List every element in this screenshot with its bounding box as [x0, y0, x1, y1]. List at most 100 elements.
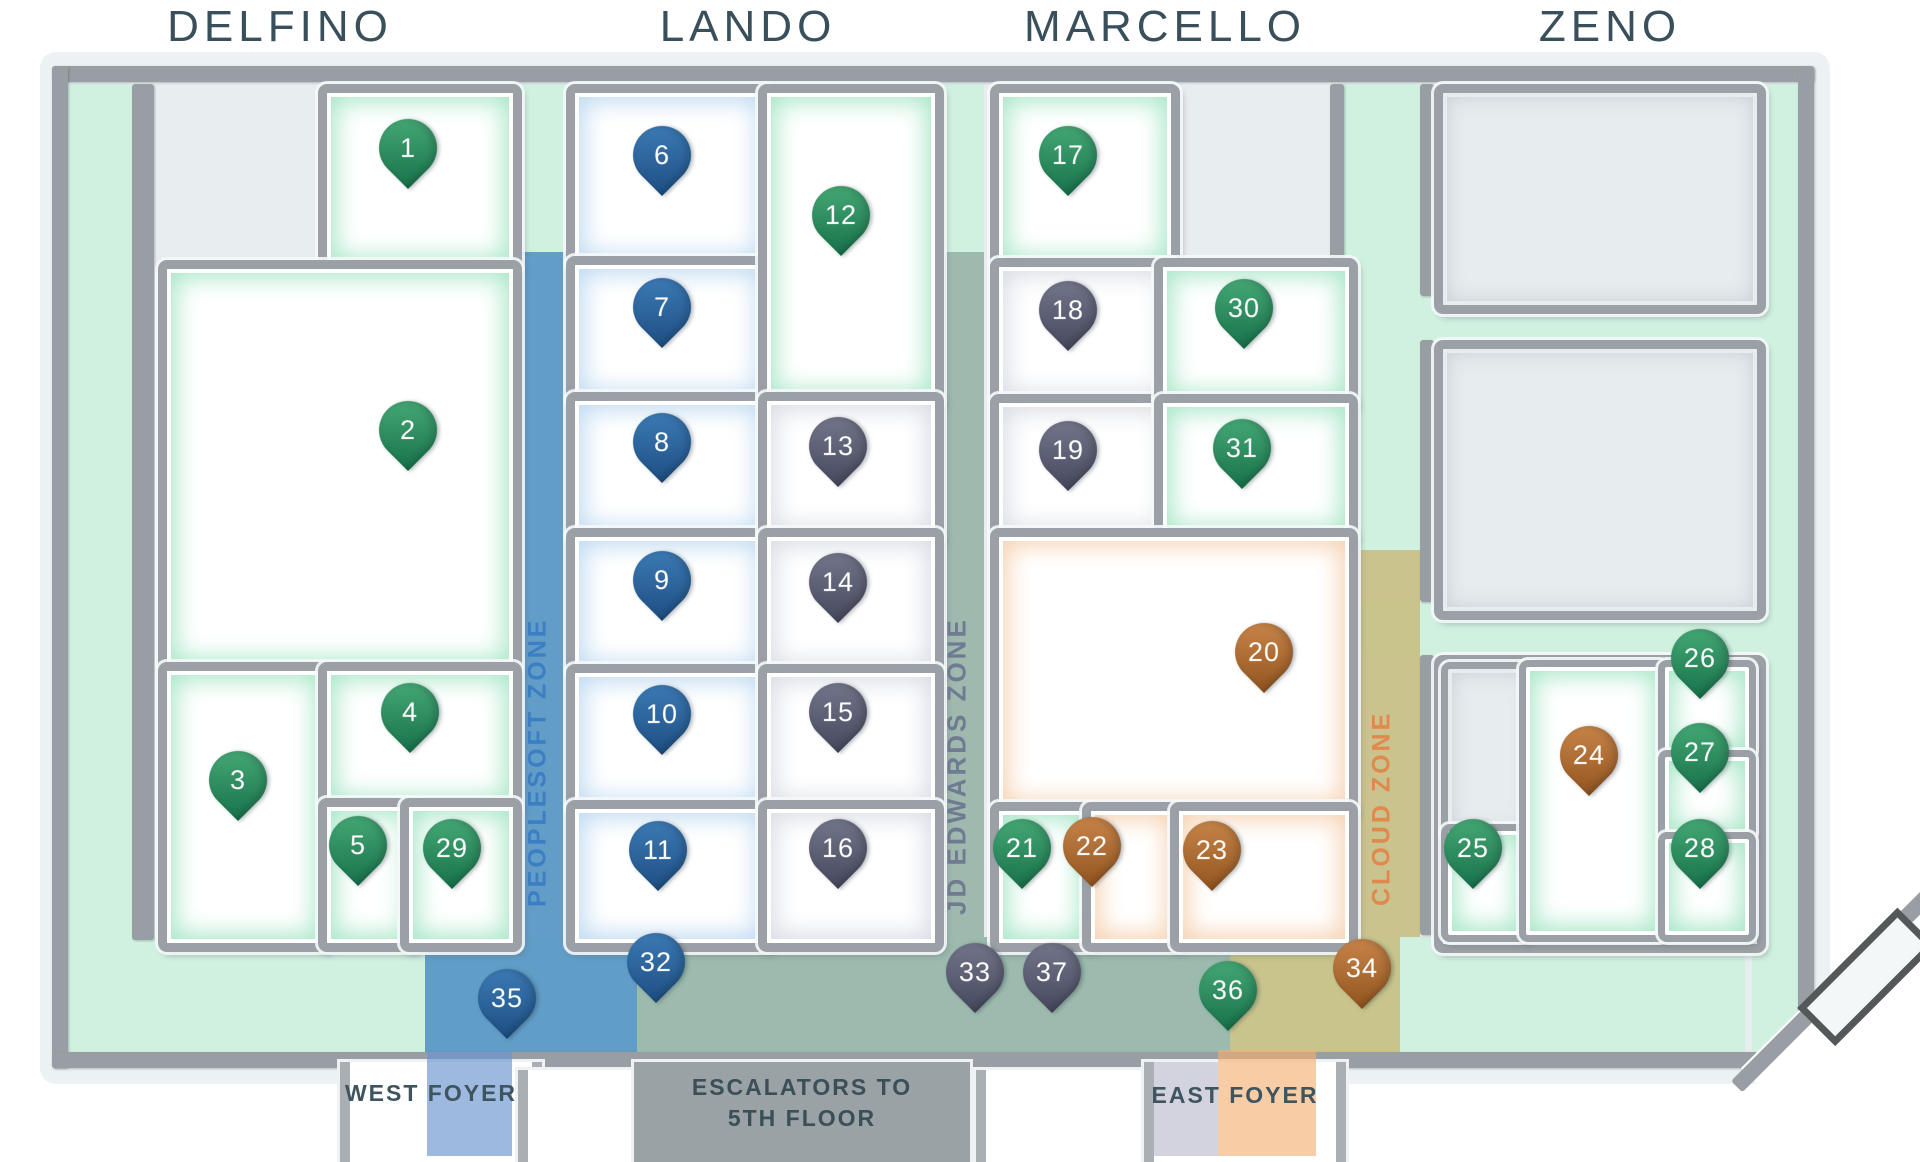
map-pin-number: 5: [349, 829, 367, 860]
map-pin-number: 1: [399, 132, 417, 163]
bottom-opening-box: [976, 1070, 1158, 1162]
map-pin-28[interactable]: 28: [1658, 806, 1742, 890]
map-pin-6[interactable]: 6: [620, 113, 704, 197]
zeno-room-lower: [1434, 340, 1766, 620]
section-title-marcello: MARCELLO: [1023, 2, 1307, 51]
zone-band-cloud-foyer: [1218, 1050, 1316, 1156]
map-pin-12[interactable]: 12: [799, 173, 883, 257]
wall-right: [1798, 66, 1814, 1068]
map-pin-number: 20: [1247, 636, 1281, 667]
map-pin-number: 22: [1075, 830, 1109, 861]
map-pin-26[interactable]: 26: [1658, 616, 1742, 700]
map-pin-3[interactable]: 3: [196, 738, 280, 822]
map-pin-10[interactable]: 10: [620, 672, 704, 756]
map-pin-number: 6: [653, 139, 671, 170]
map-pin-number: 4: [401, 696, 419, 727]
map-pin-33[interactable]: 33: [933, 930, 1017, 1014]
map-pin-20[interactable]: 20: [1222, 610, 1306, 694]
map-pin-number: 36: [1211, 974, 1245, 1005]
escalators-label: ESCALATORS TO 5TH FLOOR: [634, 1072, 970, 1134]
zeno-room-upper: [1434, 84, 1766, 314]
map-pin-25[interactable]: 25: [1431, 806, 1515, 890]
map-pin-number: 8: [653, 426, 671, 457]
map-pin-number: 10: [645, 698, 679, 729]
map-pin-number: 30: [1227, 292, 1261, 323]
map-pin-number: 17: [1051, 139, 1085, 170]
map-pin-35[interactable]: 35: [465, 956, 549, 1040]
zone-label-jd-edwards: JD EDWARDS ZONE: [941, 617, 972, 915]
wall-cloud-corridor-right: [1420, 655, 1434, 935]
map-pin-number: 27: [1683, 736, 1717, 767]
map-pin-34[interactable]: 34: [1320, 926, 1404, 1010]
map-pin-number: 24: [1572, 739, 1606, 770]
section-title-lando: LANDO: [659, 2, 837, 51]
map-pin-number: 37: [1035, 956, 1069, 987]
map-pin-number: 3: [229, 764, 247, 795]
map-pin-17[interactable]: 17: [1026, 113, 1110, 197]
room-2: [158, 260, 522, 676]
escalators-label-line1: ESCALATORS TO: [691, 1074, 913, 1100]
map-pin-31[interactable]: 31: [1200, 406, 1284, 490]
map-pin-number: 19: [1051, 434, 1085, 465]
escalators-label-line2: 5TH FLOOR: [727, 1105, 877, 1131]
wall-top: [52, 66, 1814, 82]
map-pin-7[interactable]: 7: [620, 265, 704, 349]
map-pin-4[interactable]: 4: [368, 670, 452, 754]
map-pin-5[interactable]: 5: [316, 803, 400, 887]
map-pin-22[interactable]: 22: [1050, 804, 1134, 888]
map-pin-15[interactable]: 15: [796, 670, 880, 754]
map-pin-number: 25: [1456, 832, 1490, 863]
map-pin-32[interactable]: 32: [614, 920, 698, 1004]
map-pin-number: 32: [639, 946, 673, 977]
map-pin-8[interactable]: 8: [620, 400, 704, 484]
map-pin-29[interactable]: 29: [410, 806, 494, 890]
map-pin-27[interactable]: 27: [1658, 710, 1742, 794]
map-pin-37[interactable]: 37: [1010, 930, 1094, 1014]
map-pin-number: 9: [653, 564, 671, 595]
section-title-zeno: ZENO: [1538, 2, 1682, 51]
room-20: [990, 528, 1358, 818]
map-pin-number: 7: [653, 291, 671, 322]
map-pin-number: 13: [821, 430, 855, 461]
map-pin-24[interactable]: 24: [1547, 713, 1631, 797]
map-pin-number: 31: [1225, 432, 1259, 463]
map-pin-number: 15: [821, 696, 855, 727]
wall-delfino-hall: [132, 84, 154, 940]
map-pin-number: 29: [435, 832, 469, 863]
zone-label-cloud: CLOUD ZONE: [1367, 710, 1396, 906]
map-pin-19[interactable]: 19: [1026, 408, 1110, 492]
map-pin-number: 28: [1683, 832, 1717, 863]
room-1: [318, 84, 522, 275]
corridor: [68, 84, 132, 1055]
map-pin-13[interactable]: 13: [796, 404, 880, 488]
map-pin-9[interactable]: 9: [620, 538, 704, 622]
map-pin-number: 26: [1683, 642, 1717, 673]
wall-cloud-corridor-right: [1420, 340, 1434, 602]
map-pin-2[interactable]: 2: [366, 388, 450, 472]
map-pin-number: 18: [1051, 294, 1085, 325]
map-pin-number: 16: [821, 832, 855, 863]
map-pin-number: 11: [642, 834, 674, 865]
map-pin-11[interactable]: 11: [616, 808, 700, 892]
map-pin-number: 33: [958, 956, 992, 987]
map-pin-16[interactable]: 16: [796, 806, 880, 890]
map-pin-1[interactable]: 1: [366, 106, 450, 190]
map-pin-36[interactable]: 36: [1186, 948, 1270, 1032]
map-pin-21[interactable]: 21: [980, 806, 1064, 890]
map-pin-18[interactable]: 18: [1026, 268, 1110, 352]
wall-left: [52, 66, 68, 1068]
east-foyer-tint: [1154, 1062, 1218, 1156]
escalators-box: [634, 1062, 970, 1162]
east-foyer-label: EAST FOYER: [1151, 1082, 1319, 1108]
west-foyer-label: WEST FOYER: [344, 1080, 518, 1106]
zone-band-peoplesoft-foyer: [427, 1050, 512, 1156]
map-pin-30[interactable]: 30: [1202, 266, 1286, 350]
wall-cloud-corridor-right: [1420, 84, 1434, 296]
map-pin-number: 34: [1345, 952, 1379, 983]
section-title-delfino: DELFINO: [167, 2, 393, 51]
map-pin-23[interactable]: 23: [1170, 808, 1254, 892]
room-24: [1519, 660, 1669, 942]
map-pin-number: 14: [821, 566, 855, 597]
map-pin-14[interactable]: 14: [796, 540, 880, 624]
